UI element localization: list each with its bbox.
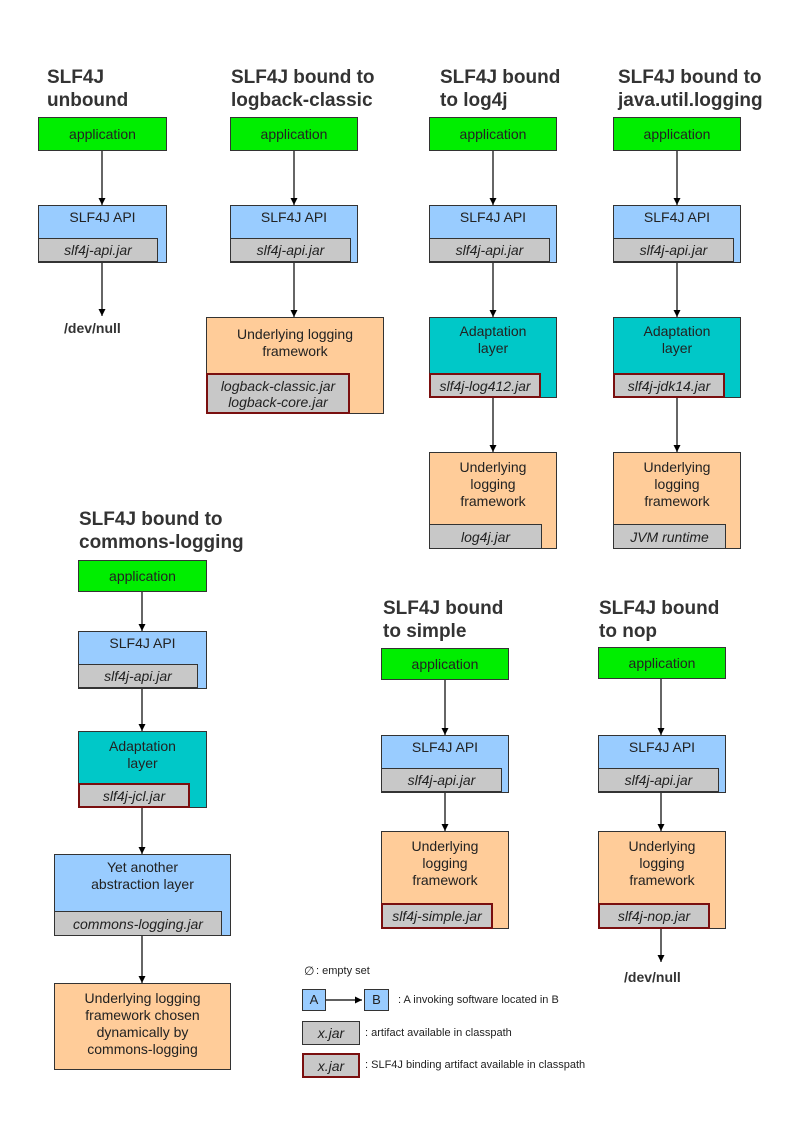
application-box-jcl: application xyxy=(78,560,207,592)
application-box-unbound: application xyxy=(38,117,167,151)
title-log4j: SLF4J bound to log4j xyxy=(440,67,561,111)
slf4j-api-label: SLF4J API xyxy=(459,209,527,225)
framework-box-jcl: Underlying logging framework chosen dyna… xyxy=(54,983,231,1070)
legend-binding-text: : SLF4J binding artifact available in cl… xyxy=(365,1059,586,1071)
slf4j-api-label: SLF4J API xyxy=(260,209,328,225)
adaptation-label: Adaptation layer xyxy=(643,323,711,356)
fw-jar-log4j: log4j.jar xyxy=(429,524,542,549)
binding-jar-nop: slf4j-nop.jar xyxy=(598,903,710,929)
legend-artifact-text: : artifact available in classpath xyxy=(365,1027,512,1039)
title-unbound: SLF4J unbound xyxy=(47,67,129,111)
api-jar-nop: slf4j-api.jar xyxy=(598,768,719,792)
api-jar-jcl: slf4j-api.jar xyxy=(78,664,198,688)
framework-label: Underlying logging framework xyxy=(237,326,353,359)
dev-null-nop: /dev/null xyxy=(624,969,681,985)
binding-jar-log4j: slf4j-log412.jar xyxy=(429,373,541,398)
application-label: application xyxy=(628,655,696,671)
legend-empty-set-text: : empty set xyxy=(316,965,370,977)
title-simple: SLF4J bound to simple xyxy=(383,598,504,642)
slf4j-api-label: SLF4J API xyxy=(69,209,136,225)
api-jar-simple: slf4j-api.jar xyxy=(381,768,502,792)
slf4j-api-label: SLF4J API xyxy=(643,209,711,225)
framework-label: Underlying logging framework xyxy=(411,838,479,888)
application-box-logback: application xyxy=(230,117,358,151)
api-jar-jul: slf4j-api.jar xyxy=(613,238,734,262)
commons-logging-jar: commons-logging.jar xyxy=(54,911,222,936)
application-label: application xyxy=(643,126,711,142)
application-box-jul: application xyxy=(613,117,741,151)
application-label: application xyxy=(109,568,176,584)
title-logback: SLF4J bound to logback-classic xyxy=(231,67,375,111)
application-label: application xyxy=(459,126,527,142)
api-jar-log4j: slf4j-api.jar xyxy=(429,238,550,262)
application-box-simple: application xyxy=(381,648,509,680)
framework-label: Underlying logging framework xyxy=(628,838,696,888)
legend-box-b: B xyxy=(364,989,389,1011)
empty-set-icon: ∅ xyxy=(304,964,315,978)
api-jar-logback: slf4j-api.jar xyxy=(230,238,351,262)
application-label: application xyxy=(260,126,328,142)
adaptation-label: Adaptation layer xyxy=(459,323,527,356)
legend-box-a: A xyxy=(302,989,326,1011)
adaptation-label: Adaptation layer xyxy=(109,738,176,771)
binding-jar-logback: logback-classic.jar logback-core.jar xyxy=(206,373,350,414)
framework-label: Underlying logging framework xyxy=(643,459,711,509)
title-nop: SLF4J bound to nop xyxy=(599,598,720,642)
api-jar-unbound: slf4j-api.jar xyxy=(38,238,158,262)
binding-jar-jcl: slf4j-jcl.jar xyxy=(78,783,190,808)
legend-invoke-text: : A invoking software located in B xyxy=(398,994,559,1006)
application-label: application xyxy=(411,656,479,672)
application-box-log4j: application xyxy=(429,117,557,151)
framework-label: Underlying logging framework chosen dyna… xyxy=(84,990,201,1057)
legend-jar: x.jar xyxy=(302,1021,360,1045)
title-jcl: SLF4J bound to commons-logging xyxy=(79,509,244,553)
fw-jar-jul: JVM runtime xyxy=(613,524,726,549)
legend-binding-jar: x.jar xyxy=(302,1053,360,1078)
slf4j-api-label: SLF4J API xyxy=(109,635,176,651)
slf4j-api-label: SLF4J API xyxy=(411,739,479,755)
binding-jar-jul: slf4j-jdk14.jar xyxy=(613,373,725,398)
dev-null-unbound: /dev/null xyxy=(64,320,121,336)
title-jul: SLF4J bound to java.util.logging xyxy=(618,67,763,111)
binding-jar-simple: slf4j-simple.jar xyxy=(381,903,493,929)
slf4j-api-label: SLF4J API xyxy=(628,739,696,755)
abstraction-label: Yet another abstraction layer xyxy=(91,859,194,892)
framework-label: Underlying logging framework xyxy=(459,459,527,509)
application-label: application xyxy=(69,126,136,142)
application-box-nop: application xyxy=(598,647,726,679)
